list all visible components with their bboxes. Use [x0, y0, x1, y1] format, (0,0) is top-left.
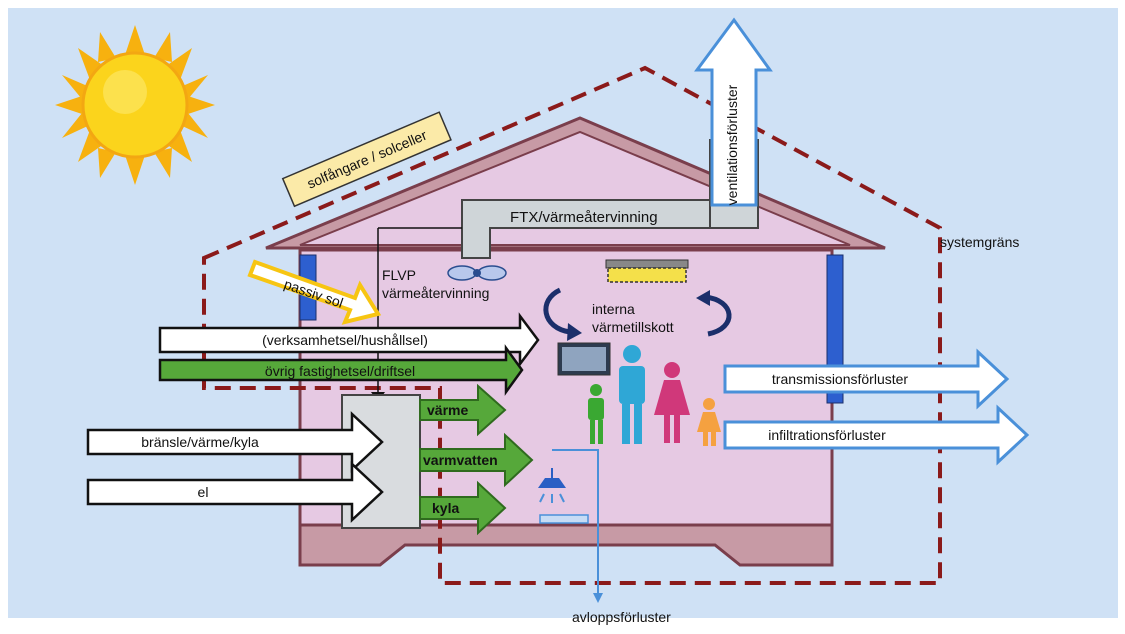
fan-icon [447, 265, 507, 281]
flvp-label-1: FLVP [382, 267, 416, 283]
cooling-output-arrow: kyla [419, 480, 507, 536]
electricity-arrow: el [86, 461, 384, 523]
foundation [298, 523, 834, 567]
internal-gains-label-2: värmetillskott [592, 319, 674, 335]
property-electricity-label: övrig fastighetsel/driftsel [265, 363, 415, 379]
cooling-label: kyla [432, 500, 459, 516]
ceiling-lamp-icon [605, 259, 689, 283]
person-green-icon [588, 384, 604, 444]
fuel-heat-cool-label: bränsle/värme/kyla [141, 434, 259, 450]
ventilation-losses-label: ventilationsförluster [724, 84, 740, 205]
person-blue-icon [619, 345, 645, 444]
electricity-label: el [198, 484, 209, 500]
system-boundary-line [202, 65, 942, 585]
transmission-losses-label: transmissionsförluster [772, 371, 908, 387]
heat-label: värme [427, 402, 468, 418]
business-electricity-arrow: (verksamhetsel/hushållsel) [158, 312, 540, 368]
hot-water-label: varmvatten [423, 452, 498, 468]
fuel-heat-cool-arrow: bränsle/värme/kyla [86, 411, 384, 473]
monitor-icon [557, 342, 611, 376]
drain-arrow [593, 520, 603, 603]
property-electricity-arrow: övrig fastighetsel/driftsel [158, 344, 524, 396]
drain-losses-label: avloppsförluster [572, 609, 671, 625]
infiltration-losses-arrow: infiltrationsförluster [723, 404, 1030, 466]
flvp-label-2: värmeåtervinning [382, 285, 489, 301]
system-boundary-label: systemgräns [940, 234, 1019, 250]
transmission-losses-arrow: transmissionsförluster [723, 348, 1010, 410]
hot-water-output-arrow: varmvatten [419, 432, 534, 488]
person-pink-icon [654, 362, 690, 443]
internal-gains-label-1: interna [592, 301, 635, 317]
circular-arrow-left-icon [543, 287, 582, 341]
circular-arrow-right-icon [696, 290, 732, 337]
ventilation-loss-arrow [694, 17, 773, 207]
sun-icon [55, 25, 215, 185]
heat-output-arrow: värme [419, 383, 507, 437]
infiltration-losses-label: infiltrationsförluster [768, 427, 886, 443]
shower-icon [538, 449, 599, 524]
ftx-label: FTX/värmeåtervinning [510, 209, 658, 226]
business-electricity-label: (verksamhetsel/hushållsel) [262, 332, 428, 348]
person-orange-icon [697, 398, 721, 446]
